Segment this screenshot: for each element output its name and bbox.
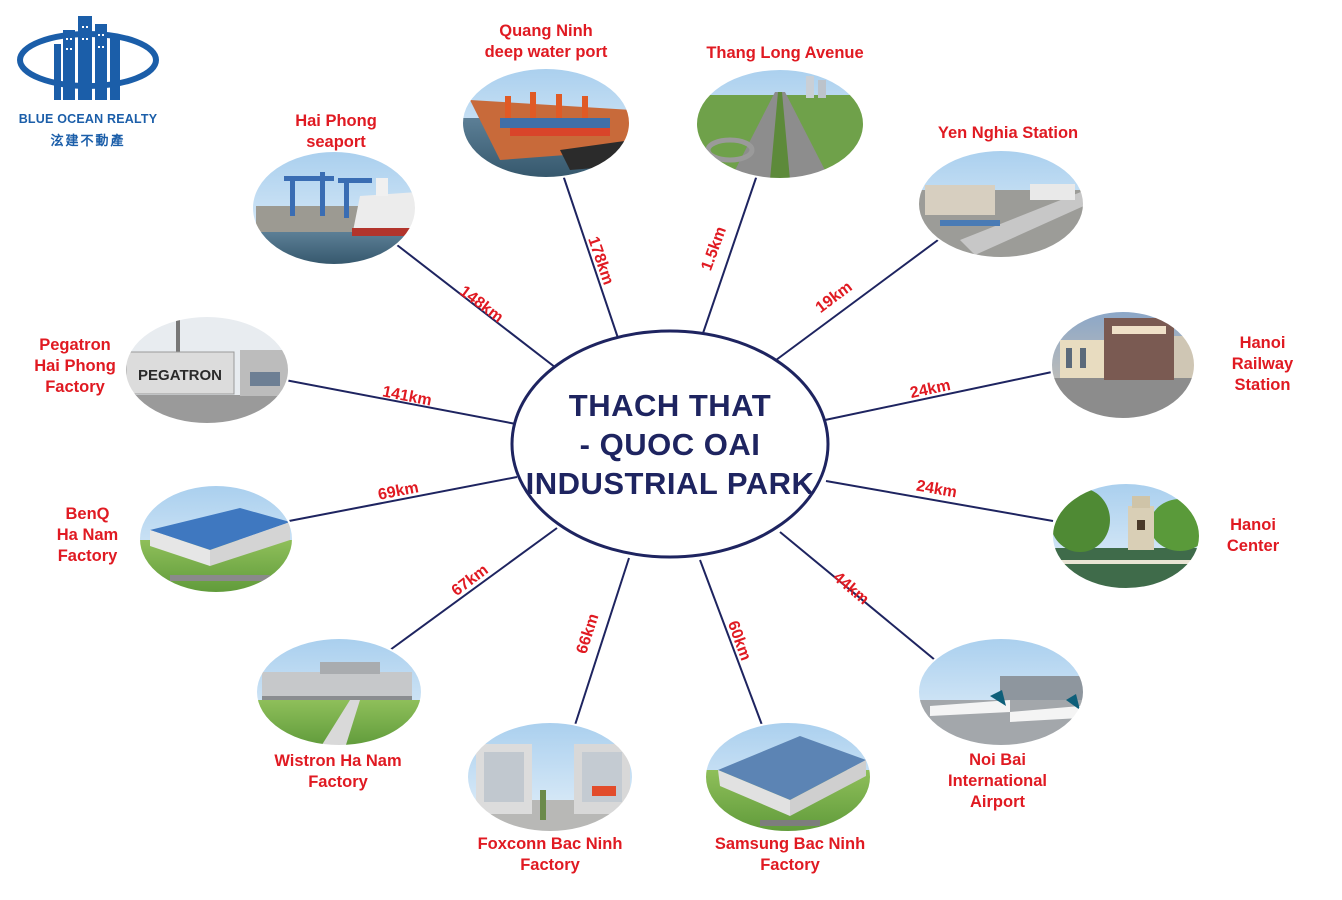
connector-yen-nghia-station [771, 239, 939, 364]
connector-hanoi-railway-station [824, 371, 1053, 421]
connector-foxconn-bac-ninh [574, 557, 630, 726]
connector-hai-phong-seaport [396, 244, 561, 372]
lake-tower-photo [1052, 483, 1200, 589]
center-title-line-1: THACH THAT [568, 387, 772, 423]
factory-photo [467, 722, 633, 832]
connector-noi-bai-airport [779, 531, 936, 661]
connector-benq-ha-nam [288, 476, 518, 522]
center-title-line-3: INDUSTRIAL PARK [525, 465, 815, 501]
center-ellipse [510, 329, 830, 559]
metro-station-photo [918, 150, 1084, 258]
factory-photo [705, 722, 871, 832]
label-thang-long-avenue: Thang Long Avenue [706, 44, 864, 62]
connector-hanoi-center [825, 480, 1054, 522]
connector-quang-ninh-port [562, 174, 622, 348]
container-port-photo [462, 68, 630, 178]
connector-samsung-bac-ninh [699, 559, 763, 726]
building-logo-icon [17, 16, 159, 100]
connector-lines [284, 174, 1054, 726]
airport-photo [918, 638, 1084, 746]
seaport-cranes-photo [252, 151, 416, 265]
factory-photo [256, 638, 422, 746]
pegatron-sign-text: PEGATRON [138, 367, 222, 384]
connector-wistron-ha-nam [389, 527, 558, 651]
logo: BLUE OCEAN REALTY 泫建不動產 [8, 8, 168, 153]
label-yen-nghia-station: Yen Nghia Station [937, 124, 1079, 142]
center-title: THACH THAT - QUOC OAI INDUSTRIAL PARK [512, 365, 828, 523]
connector-pegatron-hai-phong [284, 379, 517, 425]
connector-thang-long-avenue [699, 174, 758, 343]
center-title-line-2: - QUOC OAI [579, 426, 761, 462]
logo-chinese-name: 泫建不動產 [50, 134, 126, 149]
logo-name: BLUE OCEAN REALTY [18, 112, 158, 126]
